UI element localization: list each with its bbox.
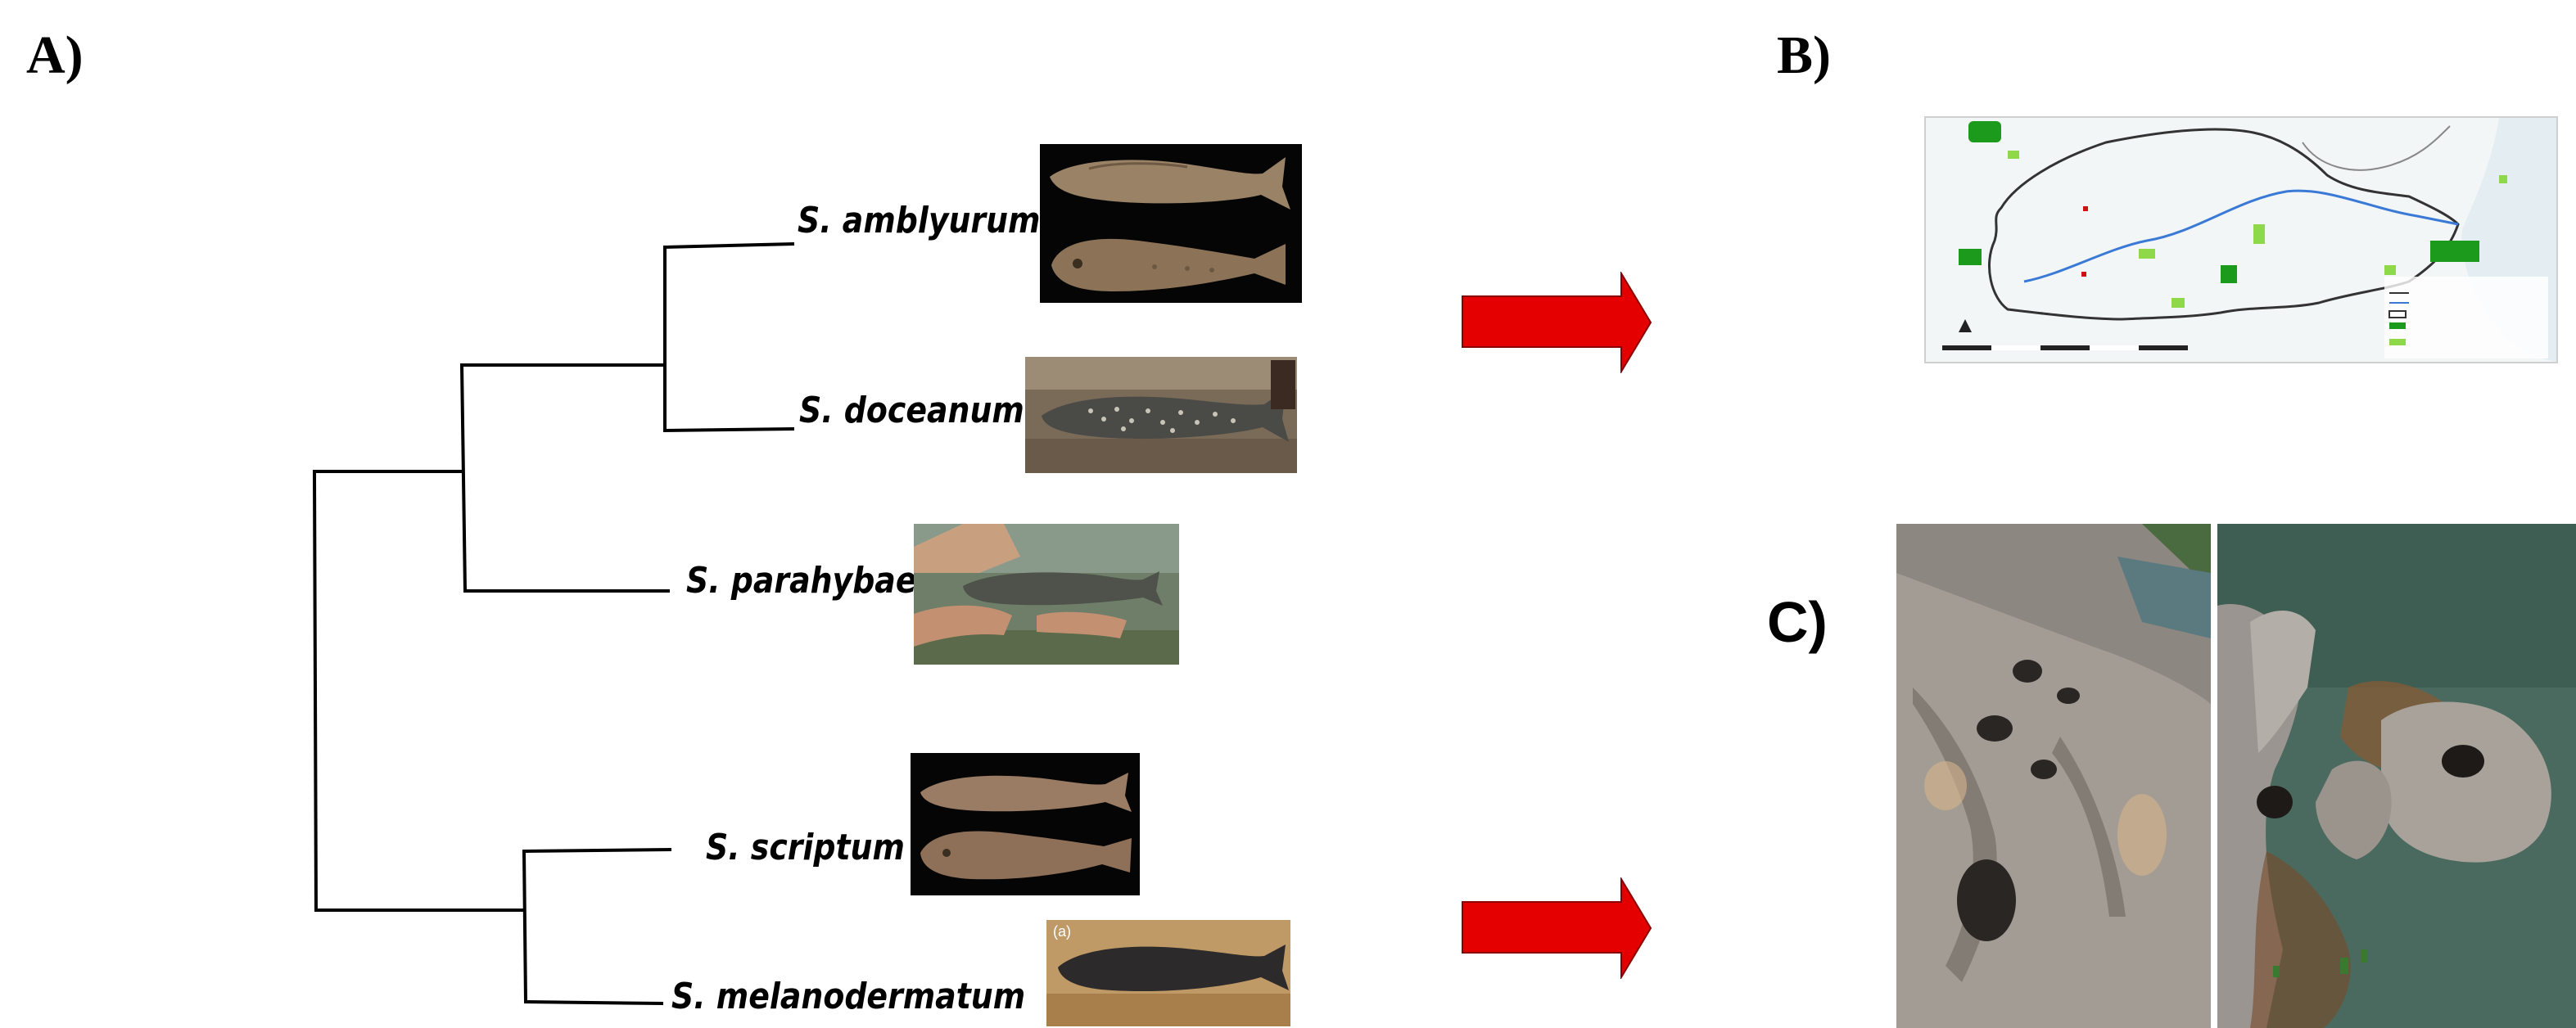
basin-map [1924,116,2558,363]
tree-branch [665,429,793,431]
pothole [2442,745,2484,778]
photo-doceanum [1025,357,1297,473]
map-legend [2384,277,2548,358]
tree-branch [524,851,526,1002]
photo-amblyurum [1040,144,1302,303]
tree-branch [526,1002,662,1003]
rock-habitat-photo-right [2217,524,2576,1028]
species-label-doceanum: S. doceanum [799,390,1024,431]
tree-branch [665,244,793,247]
tree-branch [524,850,670,851]
scale-bar [1942,345,2188,350]
right-arrow-icon [1461,877,1654,979]
species-label-scriptum: S. scriptum [706,827,905,868]
species-label-amblyurum: S. amblyurum [798,200,1040,241]
pothole [2257,786,2293,818]
species-label-melanodermatum: S. melanodermatum [671,976,1025,1017]
rock-habitat-photo-left [1896,524,2211,1028]
tree-branch [314,471,316,910]
species-label-parahybae: S. parahybae [686,560,917,602]
tree-branch [462,365,465,591]
right-arrow-icon [1461,272,1654,373]
photo-parahybae [914,524,1179,665]
photo-melanodermatum: (a) [1046,920,1290,1026]
photo-inset-label: (a) [1053,923,1071,940]
photo-scriptum [911,753,1140,895]
